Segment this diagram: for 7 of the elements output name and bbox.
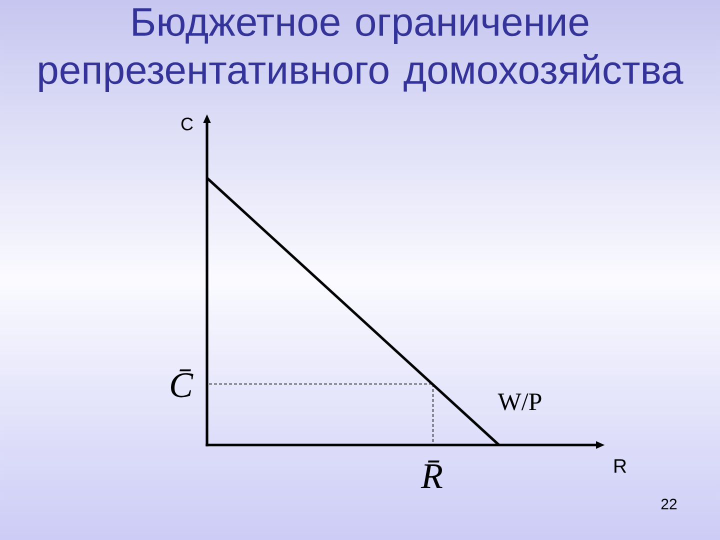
axis-value-label: R̄ [420,460,442,488]
title: Бюджетное ограничение репрезентативного домохозяйства [39,8,684,92]
axis-label: C [181,118,193,130]
axis-label: R [614,459,626,473]
axis-value-label: C̄ [171,369,194,398]
page-number: 22 [661,498,677,510]
slope-label: W/P [498,394,542,410]
